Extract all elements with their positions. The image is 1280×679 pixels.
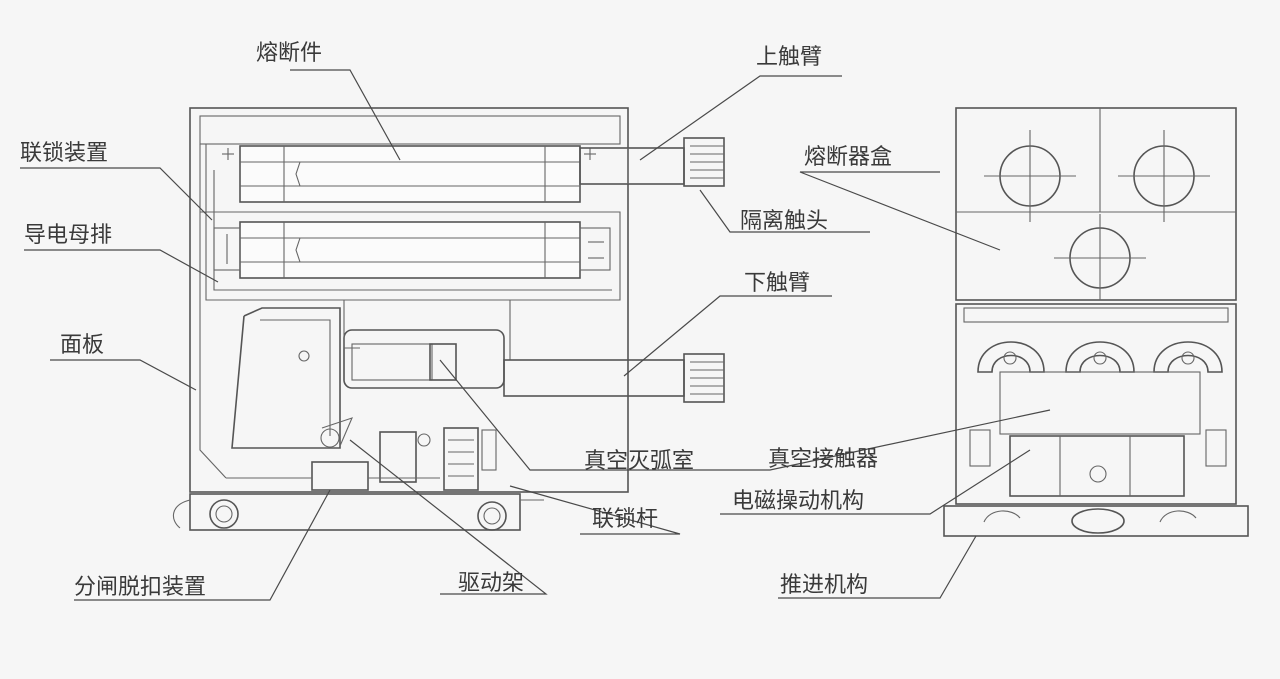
terminal-arc-1 [977, 341, 1045, 373]
terminal-arc-2 [1065, 341, 1135, 373]
propulsion-base [943, 505, 1249, 537]
label-propulsion-mechanism: 推进机构 [780, 573, 868, 598]
propulsion-crank [1071, 508, 1125, 534]
labels: 熔断件 上触臂 联锁装置 熔断器盒 隔离触头 导电母排 下触臂 面板 真空灭弧室… [20, 41, 892, 600]
label-isolating-contact: 隔离触头 [740, 209, 828, 234]
label-vacuum-interrupter: 真空灭弧室 [584, 449, 694, 474]
vacuum-interrupter-body [343, 329, 505, 389]
label-busbar: 导电母排 [24, 223, 112, 248]
label-lower-arm: 下触臂 [744, 271, 810, 296]
fuse-tube-lower [239, 221, 581, 279]
label-vacuum-contactor: 真空接触器 [768, 447, 878, 472]
lower-arm [503, 359, 685, 397]
label-interlock-rod: 联锁杆 [592, 507, 658, 532]
spring-block [443, 427, 479, 491]
label-interlock-device: 联锁装置 [20, 141, 108, 166]
coil [379, 431, 417, 483]
label-fuse-element: 熔断件 [256, 41, 322, 66]
upper-arm [579, 147, 685, 185]
contactor-frame [955, 303, 1237, 505]
fuse-tube-upper [239, 145, 581, 203]
terminal-arc-3 [1153, 341, 1223, 373]
trip-device-box [311, 461, 369, 491]
fuse-box-frame [955, 107, 1237, 301]
label-panel: 面板 [60, 333, 104, 358]
electromagnetic-mechanism [1009, 435, 1185, 497]
wheel-right [477, 501, 507, 531]
leader-lines [20, 69, 1051, 601]
label-trip-device: 分闸脱扣装置 [74, 575, 206, 600]
wheel-left [209, 499, 239, 529]
base-rail [189, 493, 521, 531]
label-upper-arm: 上触臂 [756, 45, 822, 70]
side-view [172, 107, 725, 531]
label-electromagnetic-mechanism: 电磁操动机构 [732, 489, 864, 514]
label-fuse-box: 熔断器盒 [804, 145, 892, 170]
front-view [943, 107, 1249, 537]
outer-frame [189, 107, 629, 493]
vacuum-interrupter [429, 343, 457, 381]
label-drive-frame: 驱动架 [458, 571, 524, 596]
top-rail [199, 115, 621, 145]
